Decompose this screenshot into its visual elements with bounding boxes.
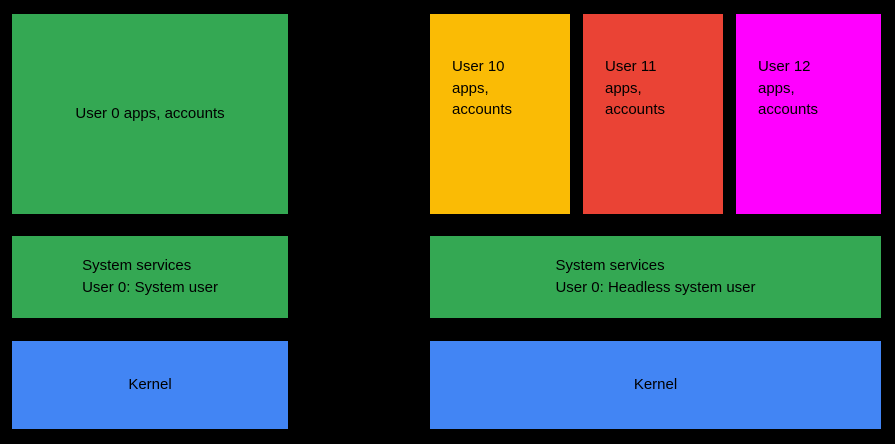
single-user-system-services-box: System services User 0: System user bbox=[12, 236, 288, 318]
multi-user-apps-label-user-11: User 11 apps, accounts bbox=[605, 57, 666, 119]
multi-user-kernel-box: Kernel bbox=[430, 341, 881, 429]
multi-user-apps-box-user-10: User 10 apps, accounts bbox=[430, 14, 570, 214]
multi-user-apps-box-user-11: User 11 apps, accounts bbox=[583, 14, 723, 214]
single-user-kernel-label: Kernel bbox=[128, 376, 172, 394]
single-user-kernel-box: Kernel bbox=[12, 341, 288, 429]
multi-user-apps-label-user-12: User 12 apps, accounts bbox=[758, 57, 819, 119]
single-user-apps-label: User 0 apps, accounts bbox=[75, 105, 225, 123]
multi-user-apps-label-user-10: User 10 apps, accounts bbox=[452, 57, 513, 119]
multi-user-kernel-label: Kernel bbox=[633, 376, 678, 394]
single-user-system-services-label: System services User 0: System user bbox=[82, 257, 218, 296]
multi-user-system-services-label: System services User 0: Headless system … bbox=[555, 257, 756, 296]
multi-user-system-services-box: System services User 0: Headless system … bbox=[430, 236, 881, 318]
multi-user-apps-box-user-12: User 12 apps, accounts bbox=[736, 14, 881, 214]
single-user-apps-box: User 0 apps, accounts bbox=[12, 14, 288, 214]
